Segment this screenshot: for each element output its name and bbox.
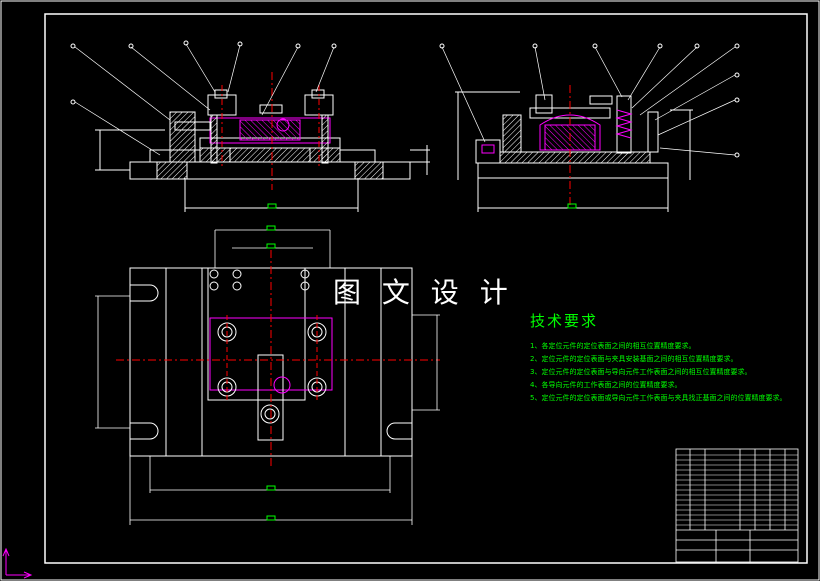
plan-view <box>95 225 440 525</box>
technical-requirements-list: 1、各定位元件的定位表面之间的相互位置精度要求。 2、定位元件的定位表面与夹具安… <box>530 340 786 405</box>
requirement-item: 3、定位元件的定位表面与导向元件工作表面之间的相互位置精度要求。 <box>530 368 752 376</box>
title-block-rows <box>676 454 798 526</box>
requirement-item: 4、各导向元件的工作表面之间的位置精度要求。 <box>530 381 682 389</box>
requirement-item: 5、定位元件的定位表面或导向元件工作表面与夹具找正基面之间的位置精度要求。 <box>530 394 787 402</box>
overlay-title: 图 文 设 计 <box>333 276 514 309</box>
side-view <box>439 43 740 212</box>
front-view <box>70 40 430 212</box>
requirement-item: 1、各定位元件的定位表面之间的相互位置精度要求。 <box>530 342 696 350</box>
ucs-icon <box>2 547 33 579</box>
inner-frame <box>44 13 808 564</box>
title-block <box>675 448 799 563</box>
requirement-item: 2、定位元件的定位表面与夹具安装基面之间的相互位置精度要求。 <box>530 355 738 363</box>
technical-requirements-heading: 技术要求 <box>530 312 599 330</box>
